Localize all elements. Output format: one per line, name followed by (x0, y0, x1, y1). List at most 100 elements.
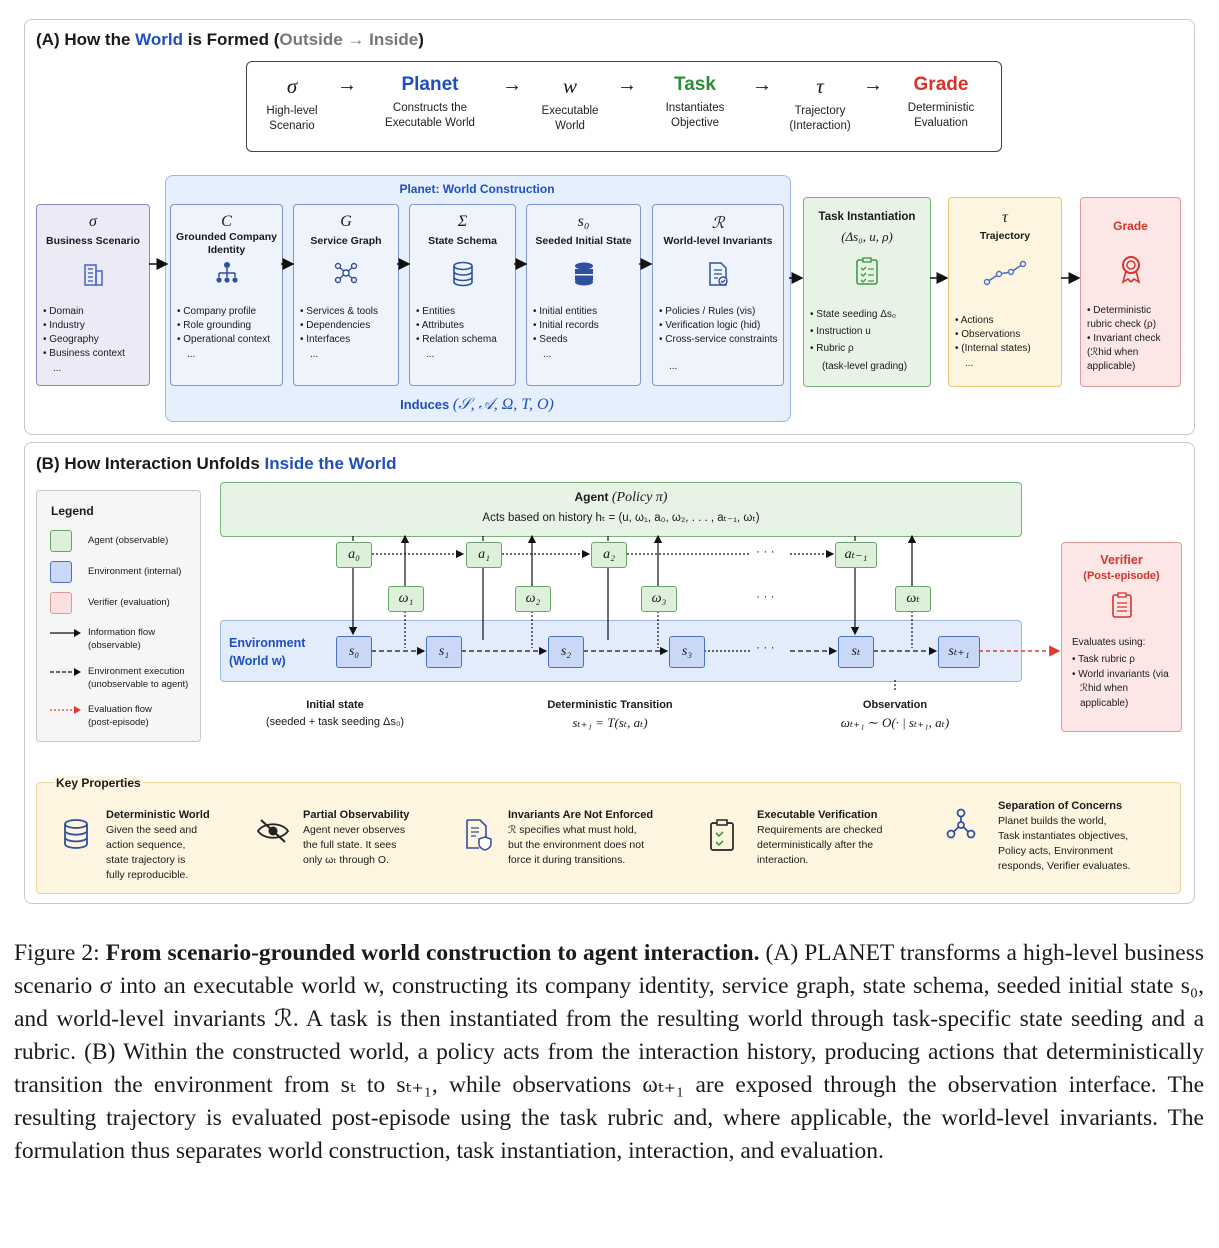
panel-a-title: (A) How the World is Formed (Outside → I… (36, 30, 424, 49)
flow-arrow: → (337, 74, 357, 96)
clipboard-icon (1062, 591, 1181, 624)
ellipsis: · · · (756, 544, 775, 558)
action-node: a₁ (466, 542, 502, 568)
observation-node: ω₃ (641, 586, 677, 612)
database-icon (62, 818, 90, 855)
flow-caption: Executable World (541, 105, 599, 132)
list-item: Services & tools (300, 305, 396, 319)
list-item: Deterministic rubric check (ρ) (1087, 304, 1178, 332)
list-item: Entities (416, 305, 513, 319)
action-node: a₂ (591, 542, 627, 568)
state-node: s₃ (669, 636, 705, 668)
card-ellipsis: ... (426, 349, 435, 360)
flow-arrow: → (752, 74, 772, 96)
list-item: Instruction u (810, 323, 928, 340)
business-scenario-card: σ Business Scenario DomainIndustryGeogra… (36, 204, 150, 386)
hierarchy-icon (945, 808, 977, 845)
card-title: Seeded Initial State (535, 235, 632, 247)
task-instantiation-card: Task Instantiation (Δs₀, u, ρ) State see… (803, 197, 931, 387)
legend-label: Evaluation flow (post-episode) (88, 704, 152, 728)
flow-symbol: w (562, 74, 577, 98)
legend-line-sample (50, 629, 81, 637)
list-item: Operational context (177, 333, 280, 347)
legend-swatch (50, 530, 72, 552)
card-list: Policies / Rules (vis)Verification logic… (659, 305, 781, 347)
card-list: Services & toolsDependenciesInterfaces (300, 305, 396, 347)
observation-label: Observation ωₜ₊₁ ∼ O(· | sₜ₊₁, aₜ) (840, 699, 950, 730)
card-list: Initial entitiesInitial recordsSeeds (533, 305, 638, 347)
flow-caption: Instantiates Objective (665, 102, 725, 129)
database-icon (410, 261, 515, 292)
trajectory-path-icon (949, 260, 1061, 291)
list-item: Interfaces (300, 333, 396, 347)
list-item: Actions (955, 314, 1059, 328)
card-ellipsis: ... (187, 349, 196, 360)
grade-list: Deterministic rubric check (ρ)Invariant … (1087, 304, 1178, 374)
list-item: Invariant check (ℛhid when applicable) (1087, 332, 1178, 374)
observation-node: ω₁ (388, 586, 424, 612)
legend-line-sample (50, 668, 81, 676)
state-node: s₁ (426, 636, 462, 668)
observation-node: ω₂ (515, 586, 551, 612)
flow-arrow: → (617, 74, 637, 96)
environment-label: Environment (World w) (229, 636, 306, 668)
legend-label: Agent (observable) (88, 535, 169, 546)
flow-symbol: τ (816, 74, 824, 98)
list-item: Initial entities (533, 305, 638, 319)
list-item: Domain (43, 305, 147, 319)
trajectory-card: τ Trajectory ActionsObservations(Interna… (948, 197, 1062, 387)
flow-caption: High-level Scenario (266, 105, 318, 132)
panel-a-arrows (149, 258, 1081, 284)
list-item: Business context (43, 347, 147, 361)
agent-box: Agent (Policy π) Acts based on history h… (220, 482, 1022, 537)
list-item: • Task rubric ρ (1072, 653, 1177, 668)
card-ellipsis: ... (310, 349, 319, 360)
flow-caption: Deterministic Evaluation (907, 102, 975, 129)
card-symbol: ℛ (711, 215, 725, 232)
document-check-icon (653, 261, 783, 292)
initial-state-label: Initial state (seeded + task seeding Δs₀… (265, 699, 405, 728)
database-filled-icon (527, 261, 640, 292)
panel-b-title: (B) How Interaction Unfolds Inside the W… (36, 454, 397, 473)
flow-symbol: Grade (913, 74, 969, 95)
key-property-title: Executable Verification (757, 809, 878, 821)
ellipsis: · · · (756, 640, 775, 654)
key-property-text: ℛ specifies what must hold, but the envi… (508, 824, 645, 866)
list-item: Seeds (533, 333, 638, 347)
action-node: a₀ (336, 542, 372, 568)
clipboard-check-icon (708, 818, 736, 857)
key-property-title: Deterministic World (106, 809, 210, 821)
list-text: • World invariants (via ℛhid when applic… (1072, 668, 1169, 709)
list-item: Relation schema (416, 333, 513, 347)
list-item: Verification logic (hid) (659, 319, 781, 333)
state-node: sₜ₊₁ (938, 636, 980, 668)
state-node: s₀ (336, 636, 372, 668)
figure-caption: Figure 2: From scenario-grounded world c… (14, 940, 1204, 1164)
eye-off-icon (256, 818, 290, 849)
key-property-text: Agent never observes the full state. It … (303, 824, 406, 866)
list-item: Industry (43, 319, 147, 333)
key-properties-box (36, 782, 1181, 894)
planet-label: Planet: World Construction (399, 182, 555, 196)
list-item: Attributes (416, 319, 513, 333)
key-properties-title: Key Properties (54, 776, 143, 790)
task-list: State seeding Δs₀Instruction uRubric ρ (810, 306, 928, 357)
graph-icon (294, 261, 398, 290)
list-item: Geography (43, 333, 147, 347)
interaction-diagram (348, 534, 1061, 692)
flow-caption: Trajectory (Interaction) (789, 105, 851, 132)
flow-caption: Constructs the Executable World (385, 102, 475, 129)
state-node: sₜ (838, 636, 874, 668)
shield-document-icon (463, 818, 493, 857)
